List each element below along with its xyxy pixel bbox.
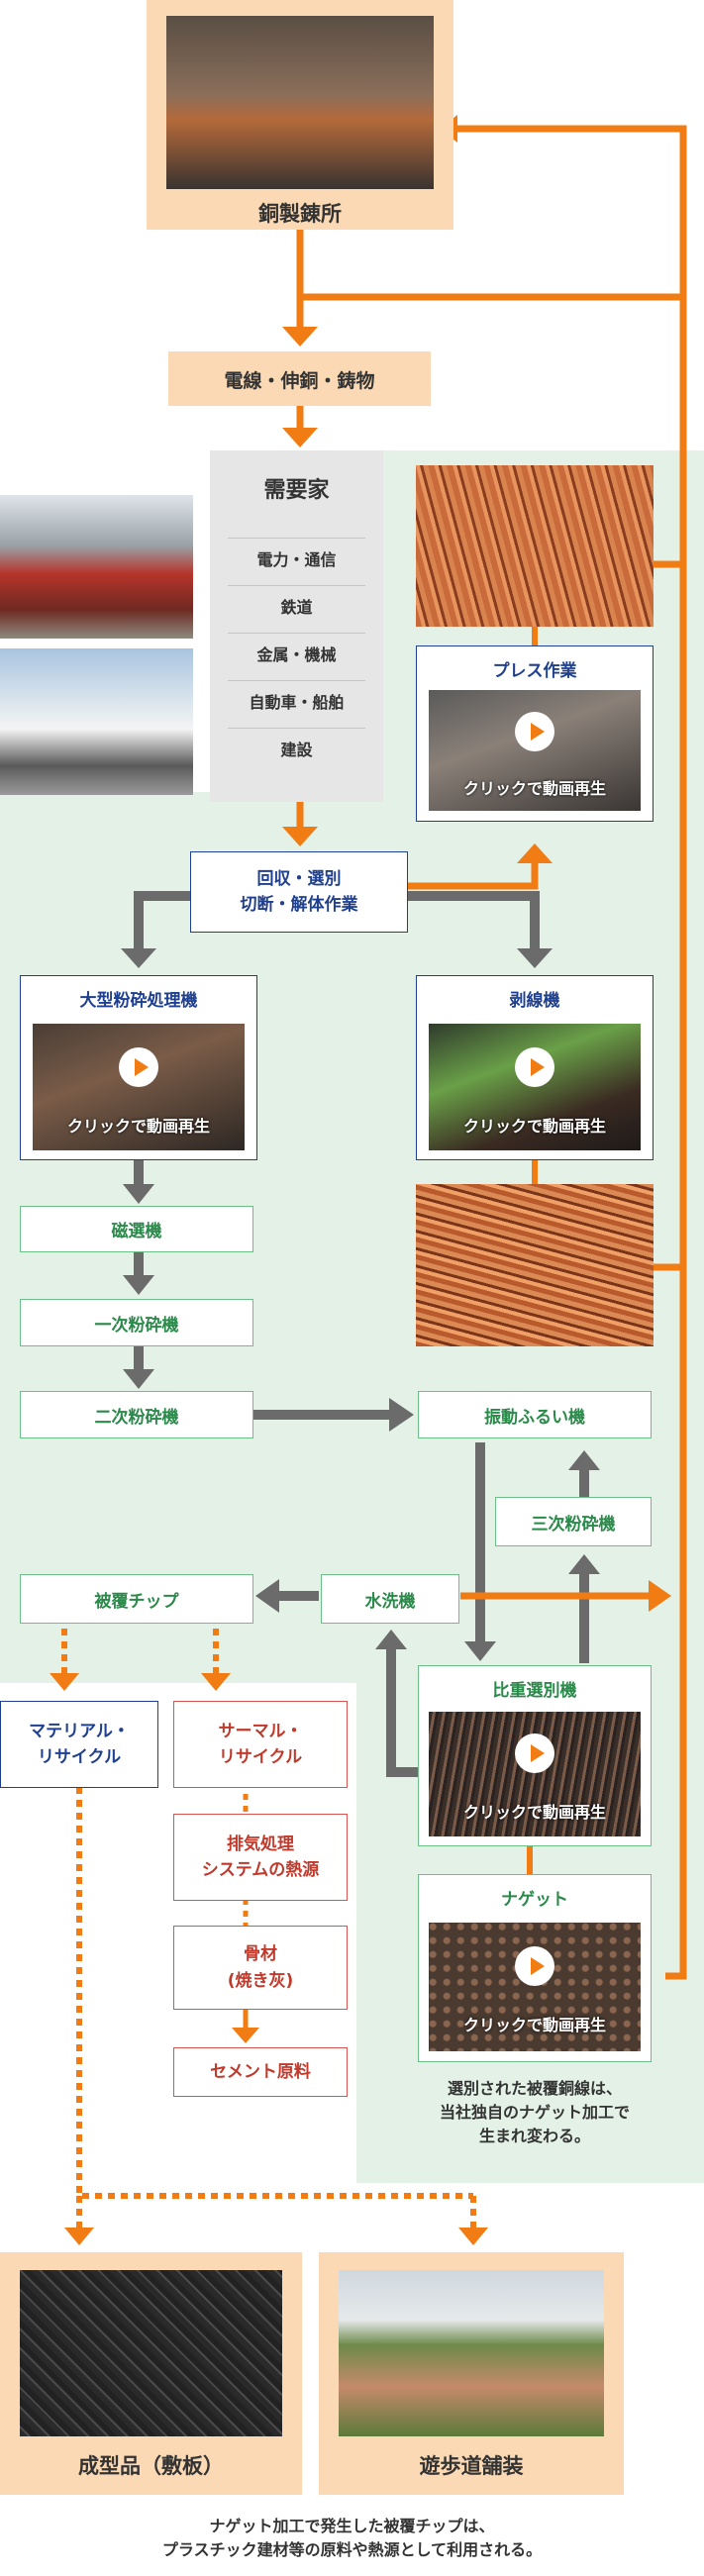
play-icon[interactable] <box>119 1047 158 1087</box>
cement-box: セメント原料 <box>173 2047 348 2097</box>
collection-line1: 回収・選別 <box>256 868 342 889</box>
return-line <box>457 125 687 1980</box>
collection-box: 回収・選別 切断・解体作業 <box>190 851 408 933</box>
stripped-wire-photo <box>416 1184 654 1346</box>
video-caption: クリックで動画再生 <box>66 1117 210 1136</box>
press-video[interactable]: クリックで動画再生 <box>429 690 641 811</box>
large-crusher-title: 大型粉砕処理機 <box>79 991 198 1011</box>
wire-box: 電線・伸銅・鋳物 <box>168 351 431 406</box>
washer-box: 水洗機 <box>321 1574 459 1624</box>
smelter-photo <box>166 16 434 189</box>
molded-product-photo <box>20 2270 282 2436</box>
walkway-label: 遊歩道舗装 <box>419 2454 524 2478</box>
video-caption: クリックで動画再生 <box>462 2016 606 2034</box>
secondary-crusher-box: 二次粉砕機 <box>20 1391 253 1438</box>
tertiary-crusher-box: 三次粉砕機 <box>495 1497 652 1546</box>
smelter-box: 銅製錬所 <box>147 0 453 230</box>
demand-item: 金属・機械 <box>228 633 365 680</box>
stripper-title: 剥線機 <box>509 991 560 1011</box>
copper-bales-photo <box>416 465 654 627</box>
gravity-sorter-title: 比重選別機 <box>492 1681 577 1701</box>
molded-product-label: 成型品（敷板） <box>78 2454 224 2478</box>
demand-title: 需要家 <box>263 478 330 503</box>
play-icon[interactable] <box>515 1047 554 1087</box>
collection-line2: 切断・解体作業 <box>240 895 358 915</box>
demand-item: 建設 <box>228 728 365 775</box>
bottom-note: ナゲット加工で発生した被覆チップは、 プラスチック建材等の原料や熱源として利用さ… <box>161 2517 543 2559</box>
nugget-video[interactable]: クリックで動画再生 <box>429 1923 641 2051</box>
demand-item: 鉄道 <box>228 585 365 633</box>
gravity-sorter-box: 比重選別機 クリックで動画再生 <box>418 1665 652 1846</box>
thermal-recycle-box: サーマル・ リサイクル <box>173 1701 348 1788</box>
gravity-sorter-video[interactable]: クリックで動画再生 <box>429 1712 641 1836</box>
aggregate-box: 骨材 (焼き灰) <box>173 1926 348 2010</box>
video-caption: クリックで動画再生 <box>462 1117 606 1136</box>
press-title: プレス作業 <box>492 661 577 681</box>
nugget-note: 選別された被覆銅線は、 当社独自のナゲット加工で 生まれ変わる。 <box>439 2079 630 2145</box>
molded-product-box: 成型品（敷板） <box>0 2252 302 2495</box>
play-icon[interactable] <box>515 1734 554 1773</box>
nugget-box: ナゲット クリックで動画再生 <box>418 1874 652 2062</box>
crane-truck-photo <box>0 648 193 795</box>
material-recycle-box: マテリアル・ リサイクル <box>0 1701 158 1788</box>
play-icon[interactable] <box>515 1946 554 1986</box>
walkway-box: 遊歩道舗装 <box>319 2252 624 2495</box>
demand-box: 需要家 電力・通信 鉄道 金属・機械 自動車・船舶 建設 <box>210 450 383 802</box>
vibrating-screen-box: 振動ふるい機 <box>418 1391 652 1438</box>
smelter-label: 銅製錬所 <box>258 202 342 226</box>
press-box: プレス作業 クリックで動画再生 <box>416 645 654 822</box>
video-caption: クリックで動画再生 <box>462 1803 606 1822</box>
exhaust-heat-box: 排気処理 システムの熱源 <box>173 1814 348 1901</box>
primary-crusher-box: 一次粉砕機 <box>20 1299 253 1346</box>
play-icon[interactable] <box>515 712 554 751</box>
magnetic-separator-box: 磁選機 <box>20 1206 253 1252</box>
demand-item: 電力・通信 <box>228 538 365 585</box>
coating-chip-box: 被覆チップ <box>20 1574 253 1624</box>
large-crusher-box: 大型粉砕処理機 クリックで動画再生 <box>20 975 257 1160</box>
nugget-title: ナゲット <box>501 1890 568 1910</box>
demand-item: 自動車・船舶 <box>228 680 365 728</box>
scrap-container-photo <box>0 495 193 639</box>
stripper-video[interactable]: クリックで動画再生 <box>429 1024 641 1150</box>
stripper-box: 剥線機 クリックで動画再生 <box>416 975 654 1160</box>
large-crusher-video[interactable]: クリックで動画再生 <box>33 1024 245 1150</box>
walkway-photo <box>339 2270 604 2436</box>
video-caption: クリックで動画再生 <box>462 779 606 798</box>
wire-label: 電線・伸銅・鋳物 <box>224 370 375 392</box>
